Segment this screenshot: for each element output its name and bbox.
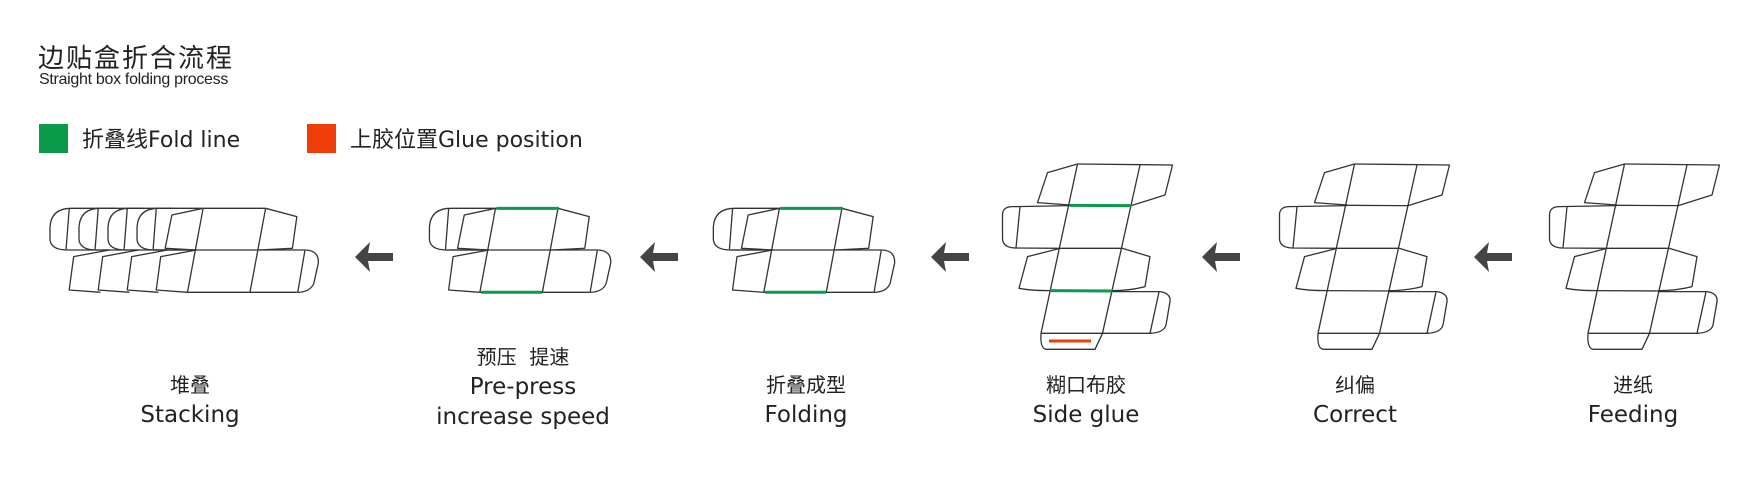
arrow-left-icon	[1474, 242, 1512, 272]
fold-line-swatch-icon	[39, 123, 68, 153]
step-label-en: Pre-press	[469, 374, 577, 400]
step-stacking: 堆叠 Stacking	[70, 370, 310, 430]
legend-fold-line: 折叠线Fold line	[39, 122, 240, 154]
step-label-en: Correct	[1313, 402, 1397, 428]
step-folding: 折叠成型 Folding	[686, 370, 926, 430]
folding-box	[713, 208, 895, 292]
step-label-en: Stacking	[140, 402, 240, 428]
step-label-en: Folding	[764, 402, 848, 428]
feeding-dieline	[1549, 163, 1720, 350]
step-label-cn: 糊口布胶	[1046, 373, 1126, 397]
prepress-box	[429, 208, 612, 292]
step-label-cn: 纠偏	[1335, 373, 1375, 397]
step-correct: 纠偏 Correct	[1235, 370, 1475, 430]
step-feeding: 进纸 Feeding	[1513, 370, 1752, 430]
step-label-cn: 预压 提速	[476, 345, 570, 369]
step-side-glue: 糊口布胶 Side glue	[966, 370, 1206, 430]
arrow-left-icon	[1202, 242, 1240, 272]
step-label-cn: 堆叠	[170, 373, 210, 397]
stacking-boxes	[49, 208, 319, 293]
correct-dieline	[1279, 163, 1450, 350]
step-label-cn: 折叠成型	[766, 373, 846, 397]
legend-glue-position: 上胶位置Glue position	[307, 122, 583, 154]
step-label-en: Side glue	[1032, 402, 1140, 428]
step-label-cn: 进纸	[1613, 373, 1653, 397]
arrow-left-icon	[931, 242, 969, 272]
step-label-en-2: increase speed	[436, 404, 610, 430]
side-glue-dieline	[1002, 163, 1173, 350]
legend-label: 折叠线Fold line	[82, 128, 241, 153]
step-prepress: 预压 提速 Pre-press increase speed	[403, 342, 643, 432]
glue-position-swatch-icon	[307, 123, 336, 153]
legend-label: 上胶位置Glue position	[350, 128, 583, 153]
arrow-left-icon	[355, 242, 393, 272]
page-title: 边贴盒折合流程	[38, 44, 235, 74]
step-label-en: Feeding	[1587, 402, 1679, 428]
arrow-left-icon	[640, 242, 678, 272]
page-subtitle: Straight box folding process	[39, 71, 229, 88]
